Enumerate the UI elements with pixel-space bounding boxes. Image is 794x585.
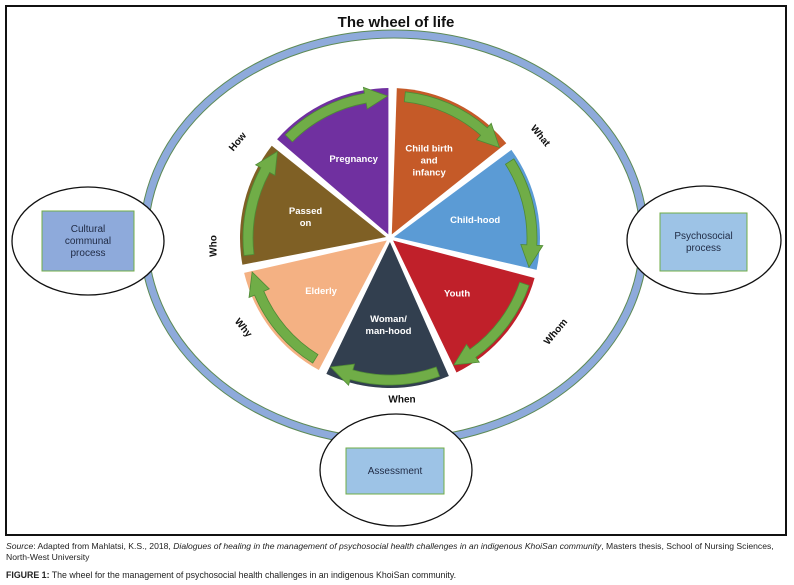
question-label-why: Why [232, 316, 254, 340]
segment-label: Elderly [305, 286, 337, 297]
diagram-title: The wheel of life [338, 14, 455, 31]
psychosocial-process-node-box [659, 212, 748, 272]
figure-frame [5, 5, 787, 536]
source-note: Source: Adapted from Mahlatsi, K.S., 201… [6, 541, 790, 563]
cultural-communal-process-node-box [41, 210, 135, 272]
wheel-segment [239, 145, 387, 265]
segment-label: Woman/man-hood [366, 314, 412, 337]
wheel-segment [244, 240, 387, 371]
cycle-arrows [242, 86, 544, 387]
question-label-when: When [388, 395, 415, 406]
cycle-arrow-icon [242, 150, 278, 256]
question-label-how: How [227, 130, 249, 153]
segment-label: Youth [444, 288, 470, 299]
question-label-whom: Whom [542, 317, 570, 348]
segment-label: Child-hood [450, 215, 500, 226]
cycle-arrow-icon [504, 158, 544, 269]
segment-label: Pregnancy [329, 153, 378, 164]
wheel-segment [393, 240, 535, 373]
figure-caption: FIGURE 1: The wheel for the management o… [6, 570, 456, 581]
figure-label: FIGURE 1: [6, 570, 50, 580]
cycle-arrow-icon [453, 281, 530, 366]
source-text-2: , Masters thesis, School of Nursing Scie… [6, 541, 774, 562]
cycle-arrow-icon [403, 91, 501, 149]
source-prefix: Source [6, 541, 34, 551]
figure-text: The wheel for the management of psychoso… [49, 570, 457, 580]
cycle-arrow-icon [329, 363, 441, 387]
wheel-segment [326, 241, 449, 388]
source-text-1: : Adapted from Mahlatsi, K.S., 2018, [33, 541, 174, 551]
cycle-arrow-icon [284, 86, 389, 143]
wheel-segment [393, 149, 540, 270]
source-title: Dialogues of healing in the management o… [173, 541, 602, 551]
assessment-node-box [345, 447, 445, 495]
question-label-who: Who [209, 235, 220, 257]
question-label-what: What [528, 123, 553, 149]
assessment-node: Assessment [319, 413, 473, 527]
cycle-arrow-icon [248, 271, 319, 364]
assessment-node-label: Assessment [368, 466, 423, 477]
